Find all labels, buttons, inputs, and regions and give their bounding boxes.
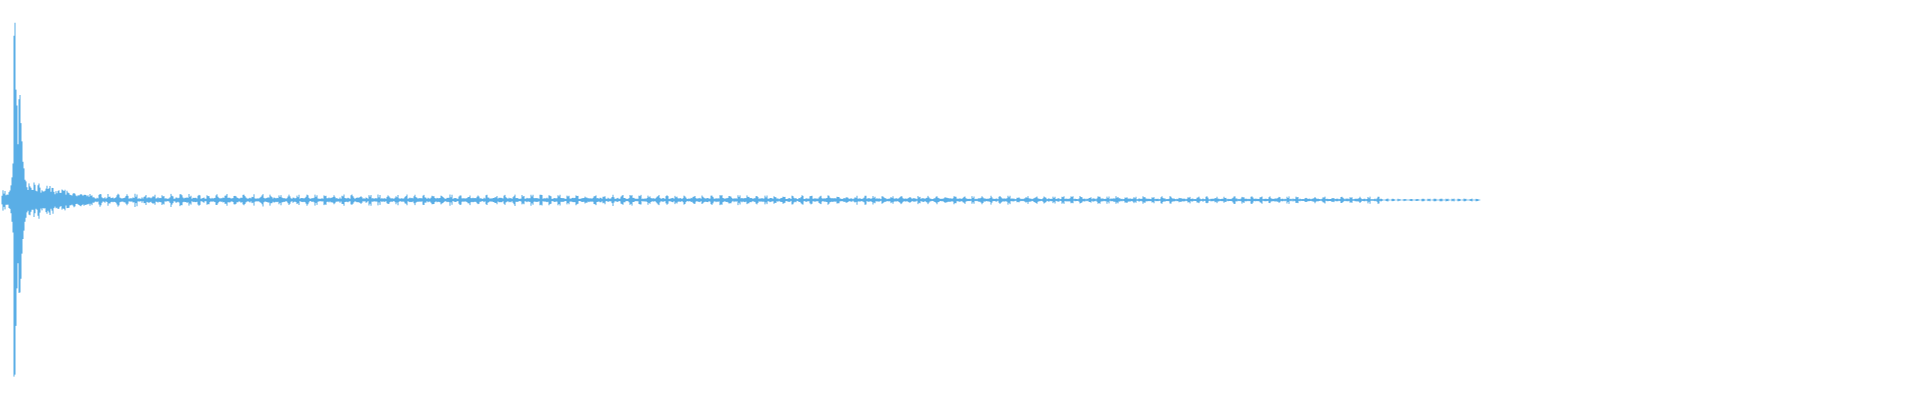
waveform-canvas <box>1 22 1481 377</box>
audio-waveform <box>1 22 1481 377</box>
